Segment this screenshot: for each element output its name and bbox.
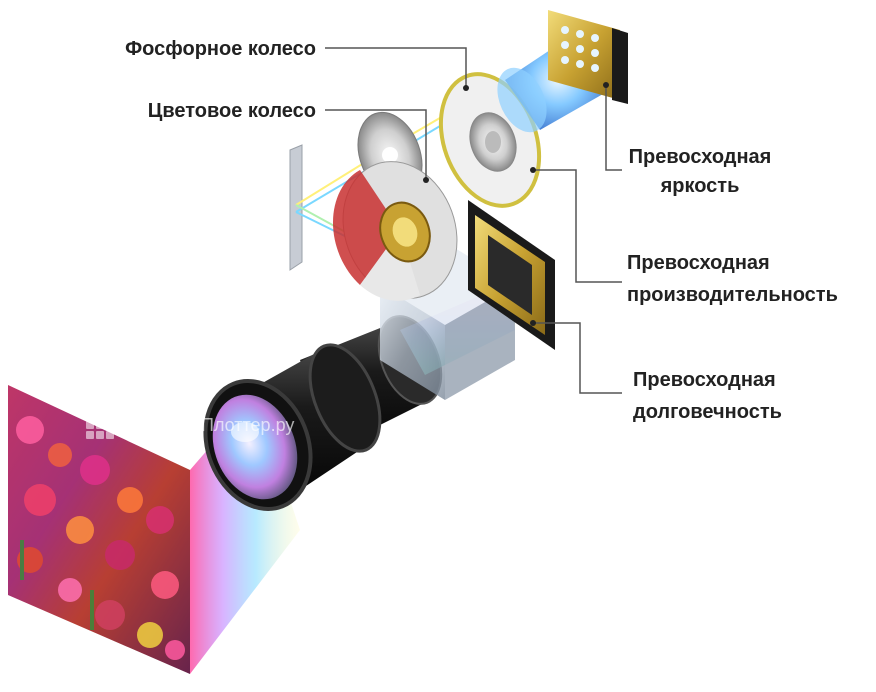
leader-color-wheel [325, 109, 427, 180]
color-wheel [332, 161, 458, 301]
led-array [548, 10, 628, 104]
mirror-plate [289, 144, 303, 271]
label-phosphor-wheel: Фосфорное колесо [125, 38, 316, 60]
label-durability-line2: долговечность [633, 401, 782, 423]
leader-performance [533, 169, 622, 283]
leader-brightness [605, 85, 622, 171]
label-brightness-line2: яркость [660, 175, 740, 197]
leader-phosphor [325, 47, 467, 88]
label-color-wheel: Цветовое колесо [147, 100, 316, 122]
label-performance-line1: Превосходная [627, 252, 770, 274]
label-brightness-line1: Превосходная [628, 146, 772, 168]
watermark: Принтер-Плоттер.ру [86, 411, 294, 439]
leader-lines [325, 47, 622, 394]
watermark-text: Принтер-Плоттер.ру [124, 414, 295, 435]
label-durability-line1: Превосходная [633, 369, 776, 391]
flower-pattern [16, 416, 185, 660]
label-performance-line2: производительность [627, 284, 838, 306]
projection-screen [8, 385, 190, 674]
leader-durability [533, 322, 622, 394]
watermark-logo-icon [86, 411, 114, 439]
dmd-chip [468, 200, 555, 350]
